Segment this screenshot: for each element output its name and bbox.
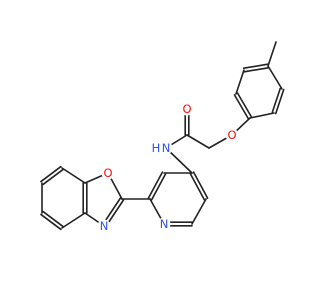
- bond-b3-b4: [61, 212, 86, 229]
- bond-t1-t2: [236, 92, 253, 118]
- bond-Ca-Cm: [186, 134, 210, 149]
- bond-p3-p4: [192, 171, 209, 199]
- atom-label-n_amide: N: [162, 141, 171, 155]
- bond-t2-t3: [235, 69, 245, 95]
- bonds: [40, 41, 285, 231]
- atom-bg-o_carbonyl: [180, 102, 194, 116]
- bond-b6-b1: [42, 168, 64, 186]
- bond-t6-t1: [249, 112, 275, 119]
- atom-label-n_pyridine: N: [160, 217, 169, 231]
- bond-t3-t4: [243, 66, 270, 73]
- atom-bg-n_oxazole: [97, 219, 111, 233]
- bond-p4-p5: [191, 198, 207, 225]
- bond-b2-b3: [42, 210, 64, 228]
- bond-t1-t2: [233, 94, 250, 120]
- bond-b5-b6: [61, 167, 86, 184]
- atom-bg-n_pyridine: [157, 217, 171, 231]
- atom-label-n_oxazole: N: [100, 219, 109, 233]
- atom-bg-h_amide: [149, 141, 163, 155]
- bond-p1-p2: [147, 171, 164, 199]
- bond-p1-p2: [150, 173, 167, 201]
- bond-t4-Me: [267, 41, 277, 67]
- bond-b6-b1: [40, 165, 62, 183]
- bond-t5-t6: [274, 88, 285, 115]
- atom-label-o_ether: O: [227, 128, 236, 142]
- bond-t5-t6: [271, 87, 282, 114]
- atom-bg-n_amide: [159, 141, 173, 155]
- atom-label-o_oxazole: O: [103, 166, 112, 180]
- bond-b2-b3: [40, 213, 62, 231]
- atom-label-o_carbonyl: O: [182, 102, 191, 116]
- atom-bg-o_ether: [225, 128, 239, 142]
- bond-t4-t5: [267, 65, 283, 90]
- atom-bg-o_oxazole: [101, 166, 115, 180]
- bond-t3-t4: [242, 63, 269, 70]
- atom-label-h_amide: H: [152, 141, 161, 155]
- bond-p3-p4: [189, 173, 206, 201]
